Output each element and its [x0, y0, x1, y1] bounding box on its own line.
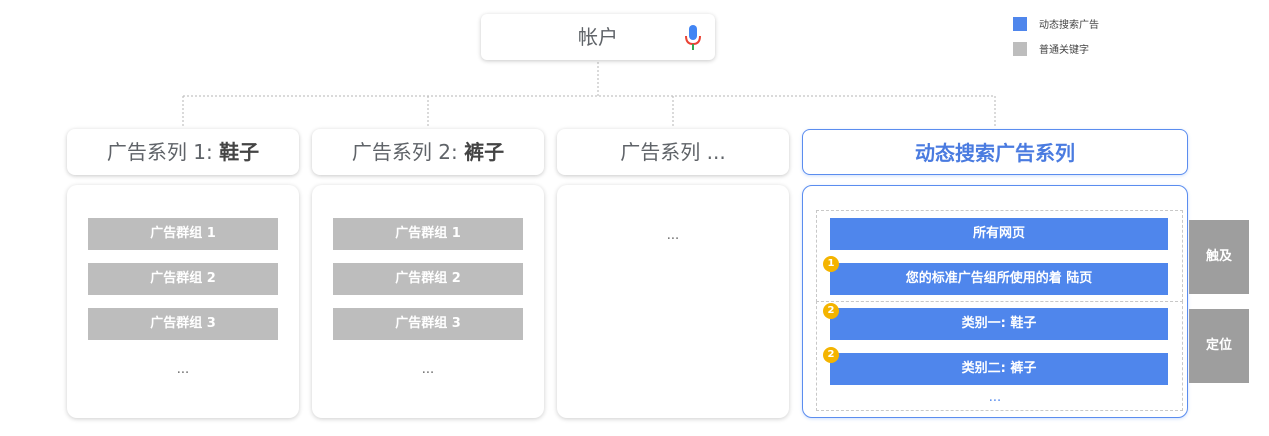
- campaign-body-2: 广告群组 1 广告群组 2 广告群组 3 ...: [312, 185, 544, 418]
- ad-group: 广告群组 3: [88, 308, 278, 340]
- legend: 动态搜索广告 普通关键字: [1013, 16, 1099, 56]
- dsa-campaign-header: 动态搜索广告系列: [802, 129, 1188, 175]
- account-search-box[interactable]: 帐户: [481, 14, 715, 60]
- ad-group: 广告群组 2: [333, 263, 523, 295]
- ad-group: 广告群组 1: [88, 218, 278, 250]
- legend-swatch-blue: [1013, 16, 1027, 31]
- campaign-body-1: 广告群组 1 广告群组 2 广告群组 3 ...: [67, 185, 299, 418]
- campaign-title-bold: 鞋子: [219, 140, 260, 164]
- badge-two: 2: [823, 347, 839, 363]
- badge-two: 2: [823, 303, 839, 319]
- campaign-body-more: ...: [557, 185, 789, 418]
- campaign-title-bold: 裤子: [464, 140, 505, 164]
- target-all-pages: 所有网页: [830, 218, 1168, 250]
- dsa-campaign-body: 所有网页 您的标准广告组所使用的着 陆页 类别一: 鞋子 类别二: 裤子 1 2…: [802, 185, 1188, 418]
- microphone-icon[interactable]: [685, 25, 701, 51]
- target-category-2: 类别二: 裤子: [830, 353, 1168, 385]
- legend-swatch-gray: [1013, 41, 1027, 56]
- ad-group: 广告群组 2: [88, 263, 278, 295]
- campaign-header-more: 广告系列 ...: [557, 129, 789, 175]
- legend-label: 动态搜索广告: [1039, 20, 1099, 31]
- more-ellipsis: ...: [666, 228, 680, 243]
- more-ellipsis: ...: [421, 362, 435, 377]
- legend-item-keywords: 普通关键字: [1013, 41, 1099, 56]
- legend-item-dsa: 动态搜索广告: [1013, 16, 1099, 31]
- ad-group: 广告群组 3: [333, 308, 523, 340]
- campaign-header-2: 广告系列 2: 裤子: [312, 129, 544, 175]
- campaign-title: 广告系列 2:: [351, 140, 465, 164]
- campaign-title: 广告系列 ...: [620, 140, 726, 164]
- more-ellipsis: ...: [176, 362, 190, 377]
- targeting-tab: 定位: [1189, 309, 1249, 383]
- dsa-campaign-title: 动态搜索广告系列: [915, 141, 1075, 165]
- campaign-header-1: 广告系列 1: 鞋子: [67, 129, 299, 175]
- ad-group: 广告群组 1: [333, 218, 523, 250]
- campaign-title: 广告系列 1:: [106, 140, 220, 164]
- badge-one: 1: [823, 256, 839, 272]
- target-landing-pages: 您的标准广告组所使用的着 陆页: [830, 263, 1168, 295]
- target-category-1: 类别一: 鞋子: [830, 308, 1168, 340]
- legend-label: 普通关键字: [1039, 45, 1089, 56]
- more-ellipsis: ...: [988, 390, 1002, 405]
- account-label: 帐户: [578, 25, 618, 49]
- reach-tab: 触及: [1189, 220, 1249, 294]
- targeting-dashed-group: [816, 301, 1183, 411]
